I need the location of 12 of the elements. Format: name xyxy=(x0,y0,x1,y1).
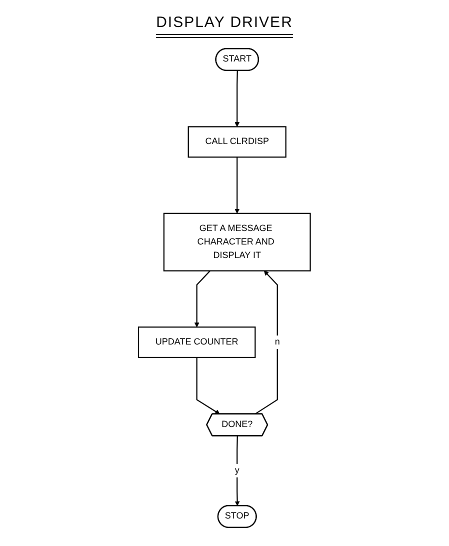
arrow xyxy=(194,270,211,328)
node-box: UPDATE COUNTER xyxy=(138,326,256,358)
arrow xyxy=(234,157,240,214)
arrow xyxy=(254,270,278,415)
edge-label: y xyxy=(234,466,240,476)
edge-label: n xyxy=(274,337,280,347)
node-box: GET A MESSAGE CHARACTER AND DISPLAY IT xyxy=(163,212,311,272)
node-box: CALL CLRDISP xyxy=(188,126,287,158)
arrow xyxy=(234,436,240,506)
arrow xyxy=(234,70,240,127)
arrow xyxy=(196,357,220,414)
diagram-title: DISPLAY DRIVER xyxy=(156,14,293,38)
